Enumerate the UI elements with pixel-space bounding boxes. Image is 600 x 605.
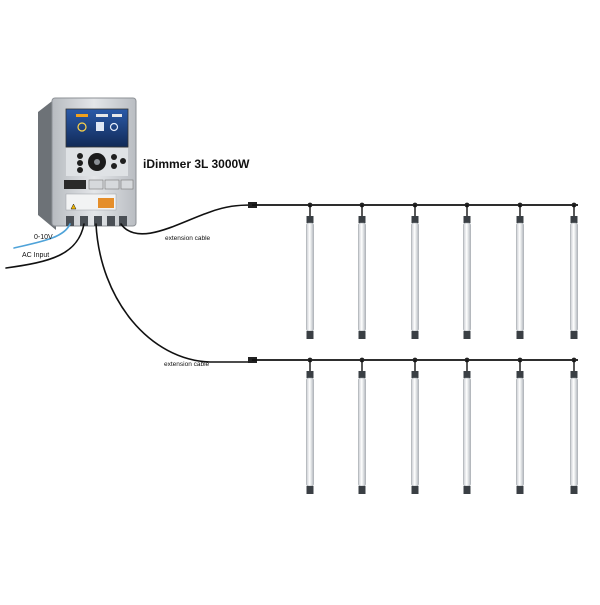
lamp-tube [516,222,524,332]
extension-cable-label-upper: extension cable [165,235,211,242]
lamp-end-cap-top [411,216,419,223]
terminal-block [64,180,86,189]
sun-icon [77,122,87,132]
cables [5,204,253,363]
tube-lamp [306,202,314,339]
lamp-end-cap-top [411,371,419,378]
lamp-end-cap-top [358,216,366,223]
cable-gland [66,216,74,226]
lamp-tube [306,222,314,332]
screen-tab-orange [76,114,88,117]
tube-lamp [306,357,314,494]
lamp-end-cap-bottom [306,331,314,339]
warning-sticker [98,198,114,208]
cable-gland [94,216,102,226]
extension-cable-upper [120,204,253,235]
screen-tab-white [96,114,108,117]
dimmer-enclosure [38,97,137,230]
extension-cable-label-lower: extension cable [164,361,210,368]
breaker [120,179,134,190]
lamp-end-cap-bottom [463,486,471,494]
cable-gland [80,216,88,226]
lamp-end-cap-bottom [516,486,524,494]
lamp-tube [570,377,578,487]
lamp-tube [411,377,419,487]
lamp-end-cap-top [570,371,578,378]
lamp-end-cap-top [463,216,471,223]
lamp-end-cap-bottom [358,486,366,494]
lamp-end-cap-top [306,216,314,223]
lamp-end-cap-top [570,216,578,223]
panel-button[interactable] [77,160,83,166]
tube-lamp [411,202,419,339]
panel-button[interactable] [77,167,83,173]
dial-center [94,159,100,165]
lamp-tube [463,222,471,332]
panel-button[interactable] [120,158,126,164]
lamp-tube [306,377,314,487]
ac-input-label: AC Input [22,252,50,259]
tube-lamp [463,202,471,339]
tube-lamp [411,357,419,494]
lamp-end-cap-bottom [411,486,419,494]
lamp-tube [463,377,471,487]
extension-cable-lower [95,223,253,363]
lamp-end-cap-bottom [570,486,578,494]
lamp-tube [516,377,524,487]
lamp-end-cap-top [463,371,471,378]
warning-triangle-icon [70,203,77,210]
lamp-layer [248,202,578,494]
lamp-tube [358,222,366,332]
lamp-end-cap-bottom [411,331,419,339]
lamp-end-cap-top [306,371,314,378]
breaker [104,179,120,190]
cable-gland [107,216,115,226]
tube-lamp [570,357,578,494]
panel-button[interactable] [77,153,83,159]
ac-input-cable [5,223,85,269]
lamp-end-cap-bottom [306,486,314,494]
lamp-tube [358,377,366,487]
lamp-tube [411,222,419,332]
product-title: iDimmer 3L 3000W [143,157,250,171]
tube-lamp [463,357,471,494]
gender-icon [109,122,119,132]
lamp-end-cap-bottom [358,331,366,339]
lamp-end-cap-bottom [570,331,578,339]
tube-lamp [358,357,366,494]
control-input-label: 0-10V [34,234,53,241]
lamp-tube [570,222,578,332]
breaker [88,179,104,190]
tube-lamp [516,202,524,339]
lamp-row-lower-row [248,357,578,494]
lamp-end-cap-top [358,371,366,378]
info-icon [96,122,104,131]
panel-button[interactable] [111,163,117,169]
cable-gland [119,216,127,226]
lamp-end-cap-top [516,216,524,223]
panel-button[interactable] [111,154,117,160]
tube-lamp [358,202,366,339]
tube-lamp [570,202,578,339]
lamp-end-cap-bottom [516,331,524,339]
lamp-end-cap-top [516,371,524,378]
tube-lamp [516,357,524,494]
lamp-end-cap-bottom [463,331,471,339]
lamp-row-upper-row [248,202,578,339]
control-cable-0-10v [13,223,71,249]
screen-tab-white-2 [112,114,122,117]
